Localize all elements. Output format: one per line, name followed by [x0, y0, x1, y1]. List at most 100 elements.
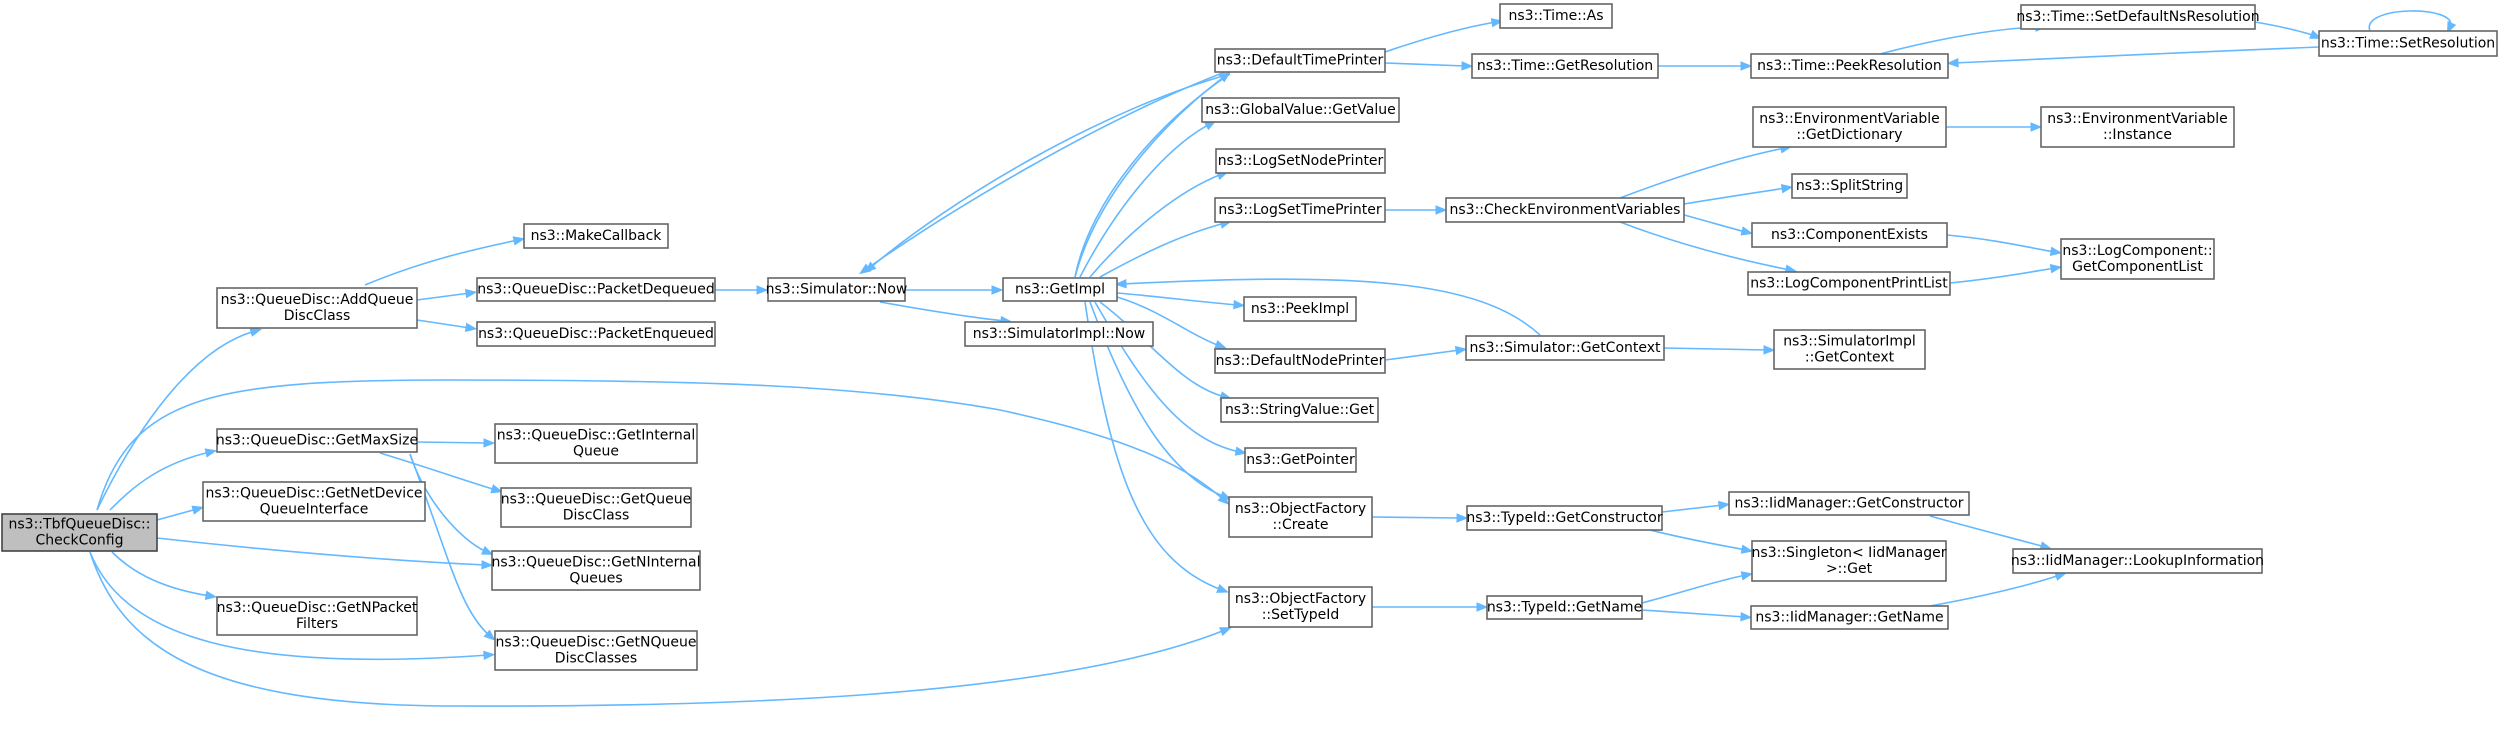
node-log-set-node-printer[interactable]: ns3::LogSetNodePrinter: [1215, 148, 1386, 174]
node-time-set-default-ns-resolution[interactable]: ns3::Time::SetDefaultNsResolution: [2016, 4, 2260, 30]
arrowhead: [1456, 513, 1469, 523]
node-label: ns3::TypeId::GetName: [1487, 600, 1642, 616]
node-box: [1215, 148, 1386, 174]
node-peek-impl[interactable]: ns3::PeekImpl: [1243, 296, 1357, 322]
arrowhead: [490, 484, 504, 494]
node-check-config[interactable]: ns3::TbfQueueDisc::CheckConfig: [1, 513, 158, 552]
node-label: ns3::Time::SetDefaultNsResolution: [2016, 9, 2259, 25]
edge-line: [1116, 296, 1221, 347]
node-default-time-printer[interactable]: ns3::DefaultTimePrinter: [1214, 48, 1386, 73]
call-edge-time_set_resolution-to-time_peek_resolution: [1946, 46, 2320, 68]
arrowhead: [1476, 602, 1489, 612]
call-edge-check_config-to-add_queue_disc_class: [96, 327, 263, 511]
call-edge-type_id_get_constructor-to-iid_manager_get_constructor: [1661, 500, 1731, 513]
node-global-value-get-value[interactable]: ns3::GlobalValue::GetValue: [1201, 97, 1400, 123]
node-make-callback[interactable]: ns3::MakeCallback: [523, 223, 669, 249]
node-env-get-dictionary[interactable]: ns3::EnvironmentVariable::GetDictionary: [1752, 106, 1947, 148]
node-simulator-impl-get-context[interactable]: ns3::SimulatorImpl::GetContext: [1773, 329, 1926, 370]
node-singleton-get[interactable]: ns3::Singleton< IidManager>::Get: [1751, 540, 1947, 582]
node-box: [1465, 335, 1665, 361]
node-get-max-size[interactable]: ns3::QueueDisc::GetMaxSize: [216, 428, 418, 453]
edge-line: [89, 551, 1226, 707]
call-edge-check_config-to-get_n_queue_disc_classes: [89, 551, 496, 661]
node-iid-manager-get-name[interactable]: ns3::IidManager::GetName: [1750, 605, 1949, 630]
edge-line: [2368, 10, 2452, 32]
node-packet-enqueued[interactable]: ns3::QueueDisc::PacketEnqueued: [476, 321, 716, 347]
arrowhead: [483, 438, 496, 448]
edge-line: [1074, 75, 1226, 278]
node-time-peek-resolution[interactable]: ns3::Time::PeekResolution: [1750, 53, 1949, 79]
node-label: ::Instance: [2103, 127, 2172, 143]
arrowhead: [2030, 122, 2043, 132]
call-edge-log_component_print_list-to-log_component_get_component_list: [1949, 264, 2063, 284]
node-label: ns3::SimulatorImpl::Now: [973, 326, 1146, 342]
edge-line: [1663, 347, 1769, 351]
node-box: [1747, 271, 1951, 296]
call-edge-add_queue_disc_class-to-packet_enqueued: [416, 319, 478, 333]
node-time-set-resolution[interactable]: ns3::Time::SetResolution: [2318, 30, 2498, 57]
node-box: [216, 596, 418, 636]
node-log-set-time-printer[interactable]: ns3::LogSetTimePrinter: [1214, 197, 1386, 223]
call-edge-check_environment_variables-to-split_string: [1683, 184, 1794, 205]
arrowhead: [1219, 627, 1232, 637]
node-label: ns3::GetPointer: [1246, 452, 1355, 468]
node-box: [1, 513, 158, 552]
arrowhead: [2049, 264, 2063, 274]
node-type-id-get-name[interactable]: ns3::TypeId::GetName: [1486, 595, 1643, 620]
node-time-get-resolution[interactable]: ns3::Time::GetResolution: [1471, 53, 1659, 79]
edge-line: [1619, 221, 1791, 271]
node-label: ns3::EnvironmentVariable: [2047, 111, 2228, 127]
edge-line: [864, 71, 1226, 271]
node-label: Queues: [569, 571, 622, 587]
node-log-component-get-component-list[interactable]: ns3::LogComponent::GetComponentList: [2060, 238, 2215, 280]
node-label: ns3::Time::GetResolution: [1477, 58, 1653, 74]
node-label: ns3::QueueDisc::GetInternal: [497, 428, 696, 444]
node-iid-manager-get-constructor[interactable]: ns3::IidManager::GetConstructor: [1728, 491, 1970, 516]
arrowhead: [1454, 345, 1468, 356]
node-object-factory-set-type-id[interactable]: ns3::ObjectFactory::SetTypeId: [1228, 586, 1373, 628]
call-edge-get_impl-to-default_time_printer: [1074, 71, 1231, 278]
node-box: [1214, 197, 1386, 223]
node-component-exists[interactable]: ns3::ComponentExists: [1751, 222, 1948, 248]
node-label: Filters: [296, 616, 338, 632]
node-box: [2012, 548, 2263, 574]
node-env-instance[interactable]: ns3::EnvironmentVariable::Instance: [2040, 106, 2235, 148]
node-string-value-get[interactable]: ns3::StringValue::Get: [1220, 397, 1379, 423]
node-label: ns3::QueueDisc::AddQueue: [221, 292, 414, 308]
node-simulator-impl-now[interactable]: ns3::SimulatorImpl::Now: [964, 321, 1154, 347]
call-edge-type_id_get_name-to-iid_manager_get_name: [1641, 609, 1753, 622]
node-packet-dequeued[interactable]: ns3::QueueDisc::PacketDequeued: [476, 277, 716, 302]
arrowhead: [1435, 205, 1448, 215]
node-label: ns3::Time::PeekResolution: [1757, 58, 1942, 74]
node-simulator-get-context[interactable]: ns3::Simulator::GetContext: [1465, 335, 1665, 361]
node-split-string[interactable]: ns3::SplitString: [1791, 173, 1908, 199]
node-default-node-printer[interactable]: ns3::DefaultNodePrinter: [1214, 348, 1386, 374]
node-label: ::SetTypeId: [1262, 607, 1340, 623]
node-box: [476, 277, 716, 302]
node-time-as[interactable]: ns3::Time::As: [1499, 3, 1613, 29]
node-get-impl[interactable]: ns3::GetImpl: [1002, 277, 1118, 302]
node-type-id-get-constructor[interactable]: ns3::TypeId::GetConstructor: [1466, 505, 1663, 531]
node-object-factory-create[interactable]: ns3::ObjectFactory::Create: [1228, 496, 1373, 538]
call-edge-get_max_size-to-get_queue_disc_class: [379, 452, 504, 494]
node-check-environment-variables[interactable]: ns3::CheckEnvironmentVariables: [1445, 197, 1685, 223]
arrowhead: [858, 263, 872, 275]
node-get-pointer[interactable]: ns3::GetPointer: [1244, 447, 1357, 473]
node-log-component-print-list[interactable]: ns3::LogComponentPrintList: [1747, 271, 1951, 296]
edge-line: [1099, 301, 1226, 398]
node-box: [1751, 222, 1948, 248]
arrowhead: [464, 288, 478, 299]
node-box: [216, 428, 418, 453]
node-get-net-device-queue-interface[interactable]: ns3::QueueDisc::GetNetDeviceQueueInterfa…: [202, 481, 426, 522]
node-box: [1228, 496, 1373, 538]
node-simulator-now[interactable]: ns3::Simulator::Now: [766, 277, 908, 302]
node-box: [1243, 296, 1357, 322]
node-iid-manager-lookup-information[interactable]: ns3::IidManager::LookupInformation: [2011, 548, 2264, 574]
node-label: ns3::IidManager::GetName: [1755, 610, 1943, 626]
